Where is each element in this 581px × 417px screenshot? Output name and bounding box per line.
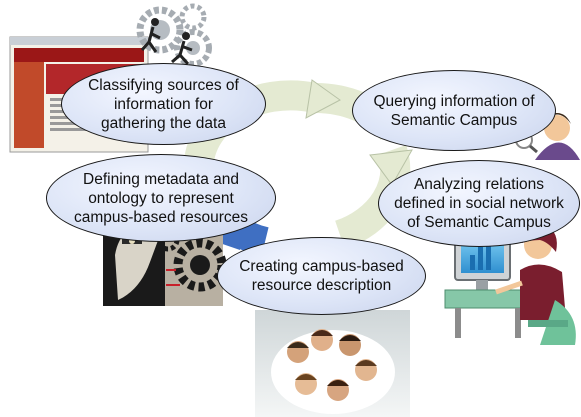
step-label-query: Querying information of Semantic Campus <box>373 92 535 129</box>
step-label-define: Defining metadata and ontology to repres… <box>73 170 249 226</box>
step-label-analyze: Analyzing relations defined in social ne… <box>394 176 564 231</box>
step-bubble-describe: Creating campus-based resource descripti… <box>217 237 426 315</box>
step-bubble-classify: Classifying sources of information for g… <box>61 63 266 145</box>
step-label-classify: Classifying sources of information for g… <box>88 76 239 132</box>
cycle-arrowhead-top <box>305 79 341 119</box>
step-label-describe: Creating campus-based resource descripti… <box>239 258 404 294</box>
gears-with-running-figures-image <box>136 3 212 67</box>
cycle-arrowhead-right <box>369 149 413 186</box>
group-huddle-photo <box>255 310 410 417</box>
step-bubble-query: Querying information of Semantic Campus <box>352 70 556 151</box>
step-bubble-define: Defining metadata and ontology to repres… <box>46 154 276 242</box>
step-bubble-analyze: Analyzing relations defined in social ne… <box>378 160 580 247</box>
